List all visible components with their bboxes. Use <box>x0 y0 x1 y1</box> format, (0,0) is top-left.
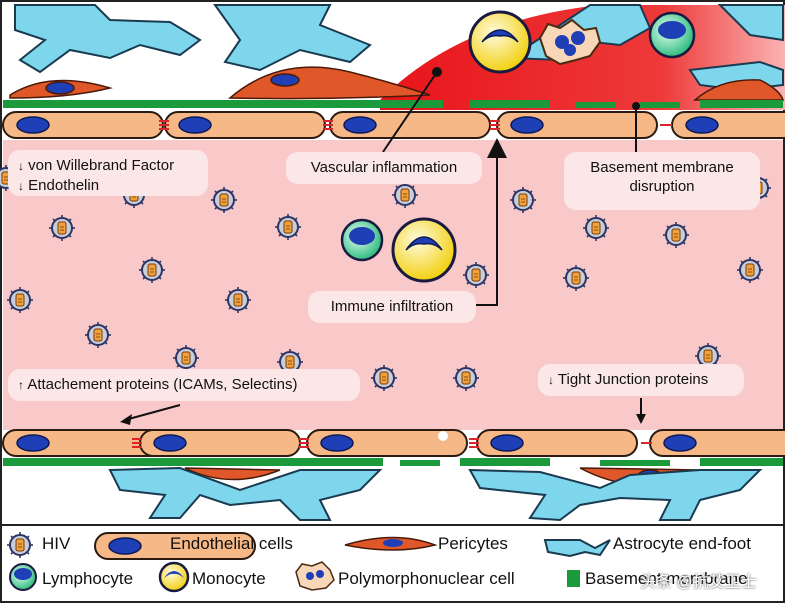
legend-basement-label: Basement membrane <box>585 569 748 588</box>
endothelin-label: Endothelin <box>28 177 100 194</box>
attachment-proteins-callout: ↑ Attachement proteins (ICAMs, Selectins… <box>8 369 360 401</box>
legend-hiv-label: HIV <box>42 534 71 553</box>
vascular-inflammation-label: Vascular inflammation <box>310 159 458 176</box>
tight-junction-label: Tight Junction proteins <box>557 371 709 388</box>
vwf-label: von Willebrand Factor <box>28 157 175 174</box>
watermark: 头条 @抗艾卫士 <box>640 574 757 591</box>
gap-dot <box>438 431 448 441</box>
immune-infiltration-callout: Immune infiltration <box>308 291 476 323</box>
legend-endothelial-label: Endothelial cells <box>170 534 293 553</box>
pericytes-top <box>9 66 785 101</box>
inflammation-marker-dot <box>432 67 442 77</box>
tight-junction-arrow-head <box>636 414 646 424</box>
down-arrow-glyph: ↓ <box>18 179 24 193</box>
astrocyte-bottom <box>108 466 763 522</box>
down-arrow-glyph: ↓ <box>18 159 24 173</box>
attachment-arrow-head <box>120 414 132 425</box>
legend-lymphocyte-label: Lymphocyte <box>42 569 134 588</box>
vwf-endothelin-callout: ↓ von Willebrand Factor ↓ Endothelin <box>8 150 208 196</box>
junctions-bottom <box>132 438 652 448</box>
junctions-top <box>159 120 672 130</box>
endothelium-bottom <box>2 429 785 457</box>
legend-pericytes-label: Pericytes <box>438 534 508 553</box>
basement-membrane-callout: Basement membrane disruption <box>564 152 760 210</box>
basement-membrane-label-line1: Basement membrane <box>590 159 734 176</box>
up-arrow-glyph: ↑ <box>18 378 24 392</box>
down-arrow-glyph: ↓ <box>548 373 554 387</box>
basement-membrane-label-line2: disruption <box>629 178 695 195</box>
legend-pmn-label: Polymorphonuclear cell <box>338 569 515 588</box>
vascular-inflammation-callout: Vascular inflammation <box>286 152 482 184</box>
basement-marker-dot <box>632 102 640 110</box>
tight-junction-callout: ↓ Tight Junction proteins <box>538 364 744 396</box>
immune-infiltration-label: Immune infiltration <box>330 298 454 315</box>
legend-icons <box>6 531 611 593</box>
attachment-proteins-label: Attachement proteins (ICAMs, Selectins) <box>27 376 298 393</box>
immune-arrow-head <box>487 138 507 158</box>
basement-bottom <box>3 458 783 466</box>
legend-astrocyte-label: Astrocyte end-foot <box>613 534 751 553</box>
basement-top <box>3 100 783 108</box>
legend-monocyte-label: Monocyte <box>192 569 266 588</box>
infiltrating-cells-top <box>468 10 696 74</box>
infiltrating-cells-lumen <box>340 217 457 283</box>
